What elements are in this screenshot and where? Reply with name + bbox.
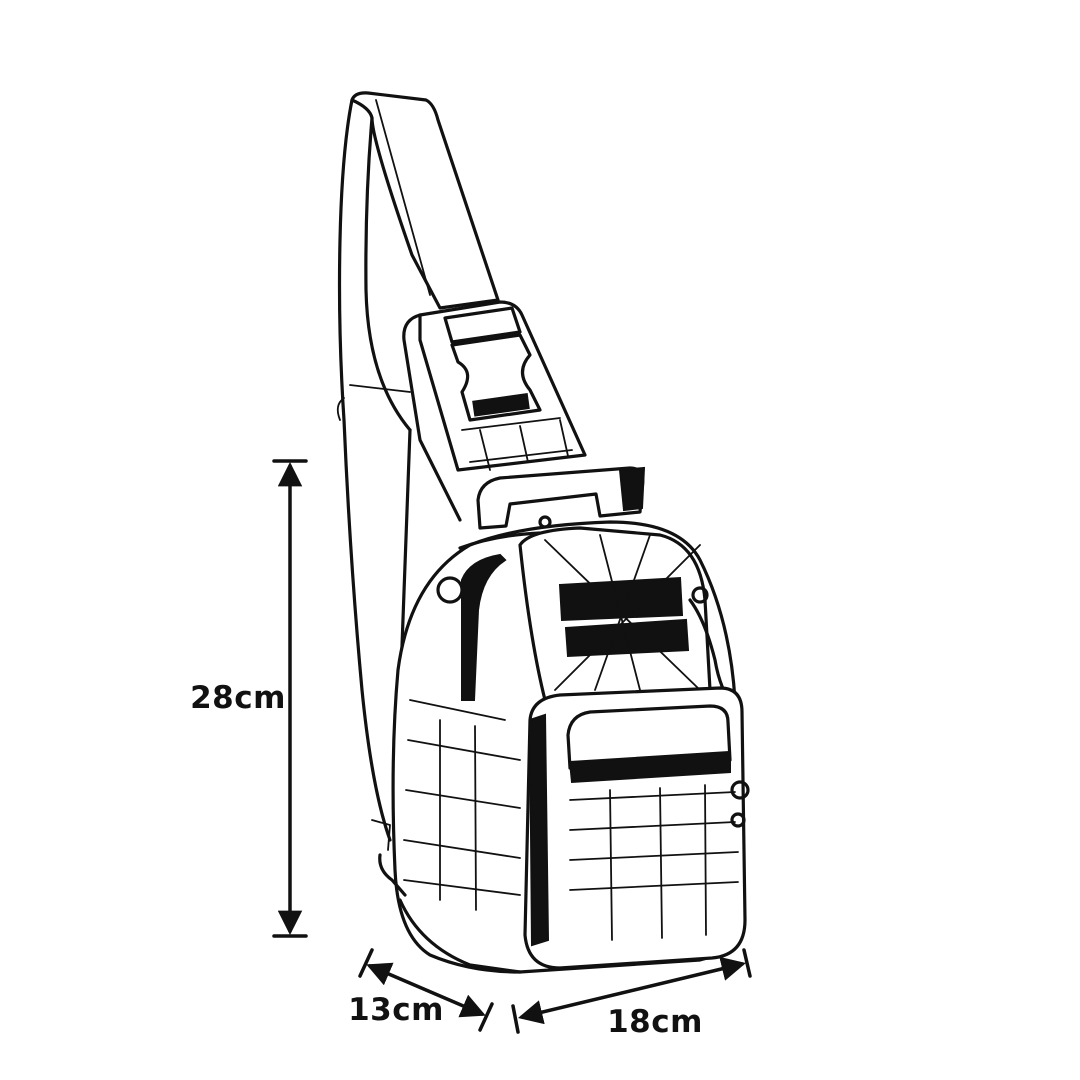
- front-pouch: [523, 686, 750, 970]
- depth-tick-right: [478, 1002, 494, 1032]
- width-tick-right: [742, 948, 752, 978]
- depth-tick-left: [358, 948, 374, 978]
- front-bungee-panel: [518, 526, 737, 712]
- depth-dimension: 13cm: [348, 948, 494, 1032]
- width-dimension: 18cm: [511, 948, 752, 1040]
- depth-arrow: [366, 962, 486, 1018]
- height-dimension: 28cm: [190, 459, 308, 938]
- depth-label: 13cm: [348, 992, 444, 1028]
- width-tick-left: [511, 1004, 520, 1034]
- height-label: 28cm: [190, 680, 286, 716]
- strap-buckle: [402, 300, 587, 522]
- shoulder-strap: [336, 91, 500, 842]
- width-arrow: [518, 956, 746, 1025]
- width-label: 18cm: [607, 1004, 703, 1040]
- top-handle: [476, 466, 646, 530]
